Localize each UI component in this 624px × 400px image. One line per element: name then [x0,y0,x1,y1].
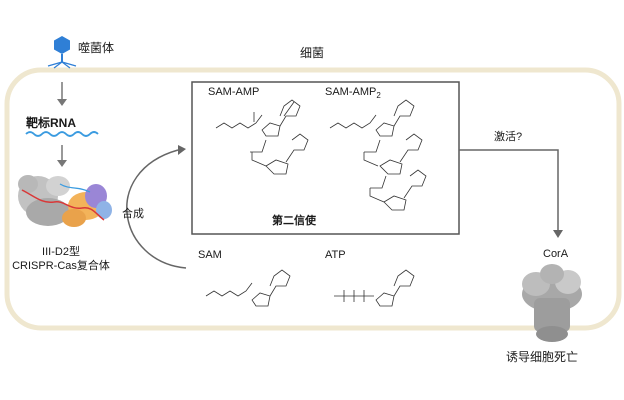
phage-label: 噬菌体 [78,41,115,55]
activate-label: 激活? [494,131,523,143]
complex-label-line2: CRISPR-Cas复合体 [12,260,110,272]
target-rna-label: 靶标RNA [26,116,76,130]
second-messenger-label: 第二信使 [272,215,316,227]
phage-icon [47,36,77,69]
rna-wave-icon [25,131,99,137]
sam-amp-label: SAM-AMP [208,86,260,98]
chemical-structures [205,99,427,307]
cell-death-label: 诱导细胞死亡 [506,350,579,364]
complex-label-line1: III-D2型 [42,246,80,258]
flow-arrows-left [57,82,67,167]
cora-channel-icon [522,264,582,342]
crispr-complex-icon [18,175,112,227]
activate-arrow [459,149,563,238]
sam-amp2-label: SAM-AMP2 [325,86,381,101]
synthesis-label: 合成 [122,208,144,220]
sam-label: SAM [198,249,222,261]
atp-label: ATP [325,249,346,261]
bacterium-label: 细菌 [300,46,325,60]
second-messenger-box [191,81,460,235]
bacterium-outline [4,67,622,331]
cora-label: CorA [543,248,569,260]
synthesis-arrow [126,145,187,269]
